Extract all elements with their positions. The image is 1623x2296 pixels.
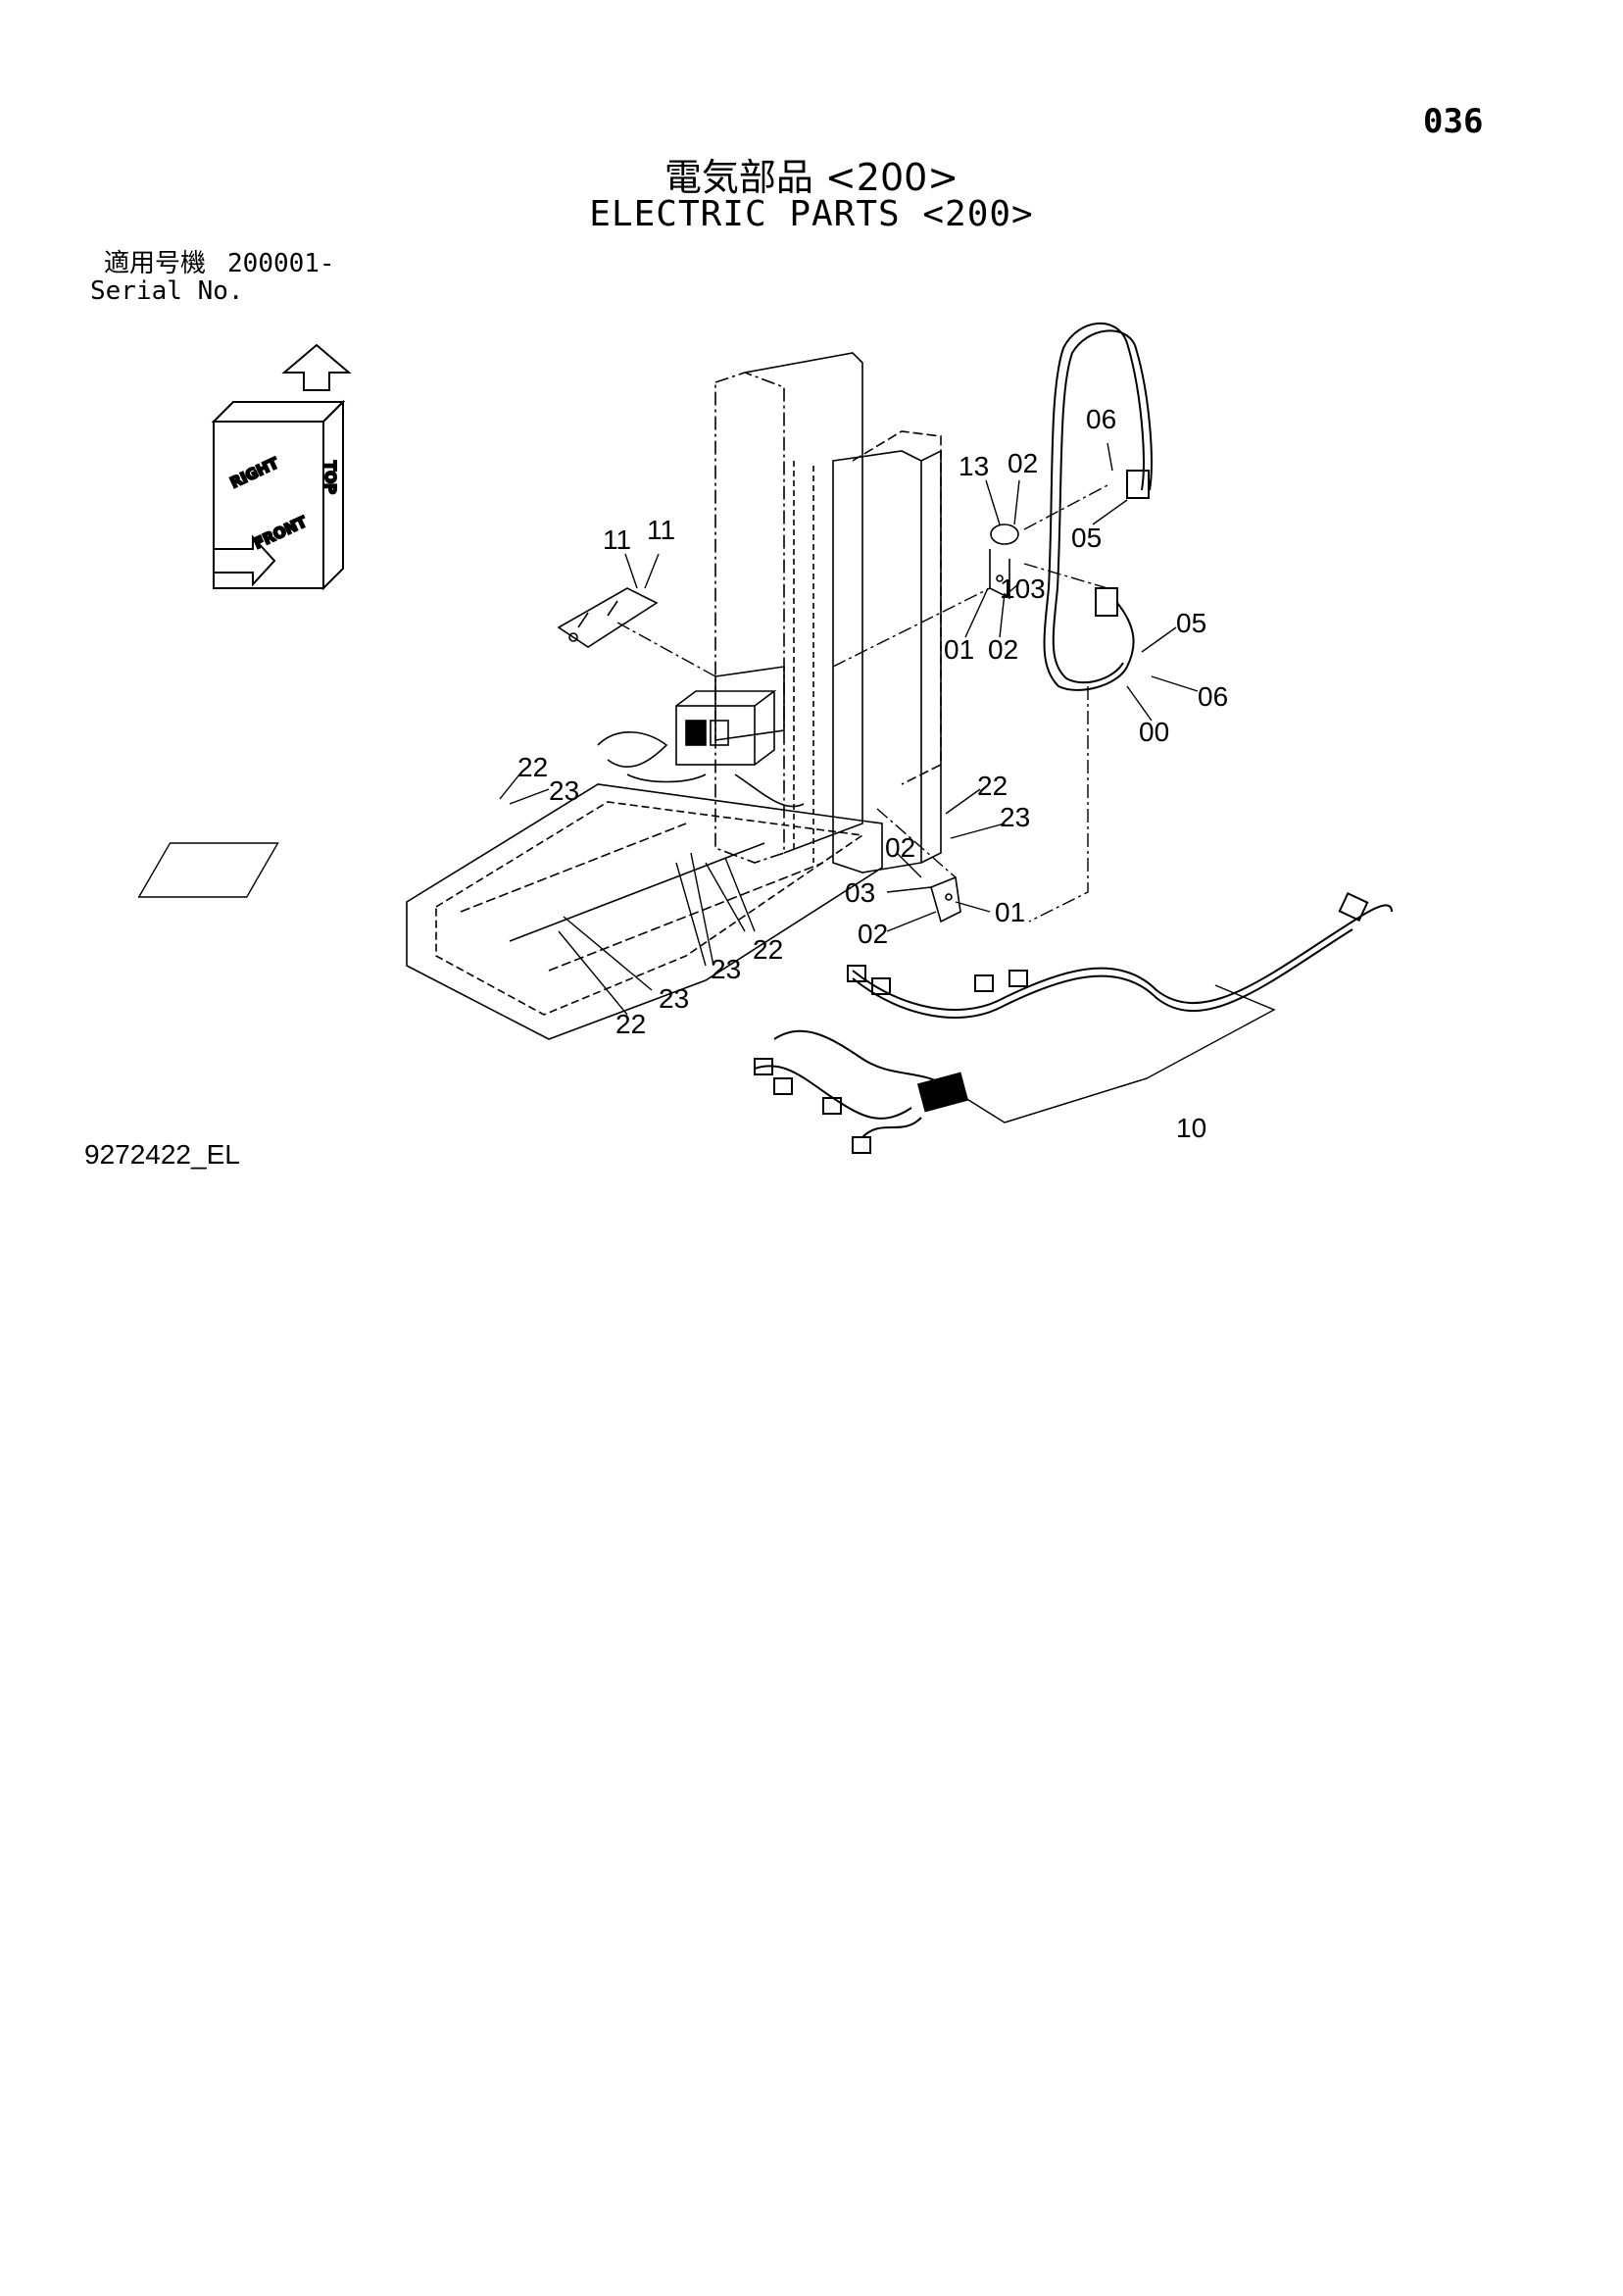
serial-number-block: 適用号機 200001- Serial No. (90, 250, 335, 305)
page-number: 036 (1423, 102, 1484, 141)
callout-22-bottom: 22 (615, 1009, 646, 1039)
leader-03-low (886, 886, 932, 893)
switch-13 (989, 524, 1019, 600)
callout-05-top: 05 (1071, 523, 1102, 553)
leader-02-low (896, 852, 922, 878)
cable-loop-00 (1043, 322, 1153, 691)
machine-frame (137, 352, 942, 1040)
floor-rail-2 (509, 842, 765, 942)
callout-22-left: 22 (517, 752, 548, 782)
callout-01-mid: 01 (944, 634, 974, 665)
callout-23-right: 23 (1000, 802, 1030, 832)
floor-rail-3 (548, 862, 824, 972)
leader-23-right (950, 823, 1006, 839)
floor-plate (137, 842, 279, 898)
leader-05-right (1141, 626, 1177, 653)
bracket-assembly (557, 587, 659, 648)
serial-label-english: Serial No. (90, 276, 244, 306)
left-panel-front (744, 352, 863, 854)
rear-panel (852, 430, 942, 785)
lower-bracket (930, 875, 961, 923)
leader-22-bottom (558, 930, 628, 1016)
leader-06-right (1151, 675, 1199, 692)
callout-01-low: 01 (995, 897, 1025, 927)
leader-11 (624, 553, 660, 589)
callout-02-top: 02 (1008, 448, 1038, 478)
floor-rail-1 (460, 823, 687, 913)
harness-10 (754, 891, 1393, 1154)
panel-rect (714, 666, 785, 741)
callout-23-center: 23 (711, 954, 741, 984)
callout-02-low: 02 (885, 832, 915, 863)
callout-02-low2: 02 (858, 919, 888, 949)
callout-11a: 11 (603, 524, 631, 555)
leader-lines (499, 442, 1276, 1123)
base-platform (406, 783, 883, 1040)
callout-13: 13 (959, 451, 989, 481)
orientation-box-right (322, 399, 344, 591)
leader-22-right (945, 788, 981, 815)
front-arrow (213, 534, 276, 587)
leader-06-top (1107, 442, 1113, 472)
callout-05-right: 05 (1176, 608, 1206, 638)
callout-labels: 06 13 02 05 11 11 103 01 02 05 06 00 22 … (517, 404, 1228, 1143)
leader-23-center (675, 852, 714, 967)
control-box (597, 690, 805, 808)
leader-10 (1004, 984, 1276, 1123)
callout-03-low: 03 (845, 877, 875, 908)
leader-05-top (1092, 499, 1128, 525)
callout-06-top: 06 (1086, 404, 1116, 434)
callout-00: 00 (1139, 717, 1169, 747)
leader-23-left (509, 788, 550, 805)
callout-103: 103 (1000, 574, 1046, 604)
callout-06-right: 06 (1198, 681, 1228, 712)
orientation-top-label: TOP (321, 461, 339, 494)
page-title-english: ELECTRIC PARTS <200> (589, 194, 1034, 234)
leader-23-bottom (563, 916, 653, 991)
callout-10: 10 (1176, 1113, 1206, 1143)
leader-01-02 (964, 587, 1006, 638)
leader-10-b (964, 1077, 1148, 1123)
page-title-japanese: 電気部品 <200> (664, 156, 959, 199)
leader-22-left (499, 774, 520, 800)
serial-value: 200001- (227, 249, 335, 278)
callout-23-left: 23 (549, 775, 579, 806)
leader-02-low2 (886, 911, 937, 932)
leader-01-low (955, 901, 991, 913)
callout-02-mid: 02 (988, 634, 1018, 665)
drawing-code: 9272422_EL (84, 1139, 240, 1170)
right-panel-side (920, 449, 942, 864)
leader-22-center (705, 857, 756, 932)
top-arrow (281, 343, 352, 391)
leader-00 (1126, 685, 1153, 722)
callout-22-right: 22 (977, 771, 1008, 801)
orientation-box-top (211, 401, 346, 423)
serial-label-japanese: 適用号機 (104, 249, 207, 278)
callout-11b: 11 (647, 515, 675, 545)
harness-loops (597, 731, 707, 783)
base-platform-inner (435, 801, 865, 1016)
left-panel (714, 372, 785, 864)
leader-103 (1004, 582, 1020, 597)
leader-02-top (1013, 479, 1020, 525)
orientation-indicator: TOP RIGHT FRONT (211, 343, 352, 591)
callout-23-center2: 23 (659, 983, 689, 1014)
callout-22-center: 22 (753, 934, 783, 965)
leader-13 (985, 479, 1001, 525)
